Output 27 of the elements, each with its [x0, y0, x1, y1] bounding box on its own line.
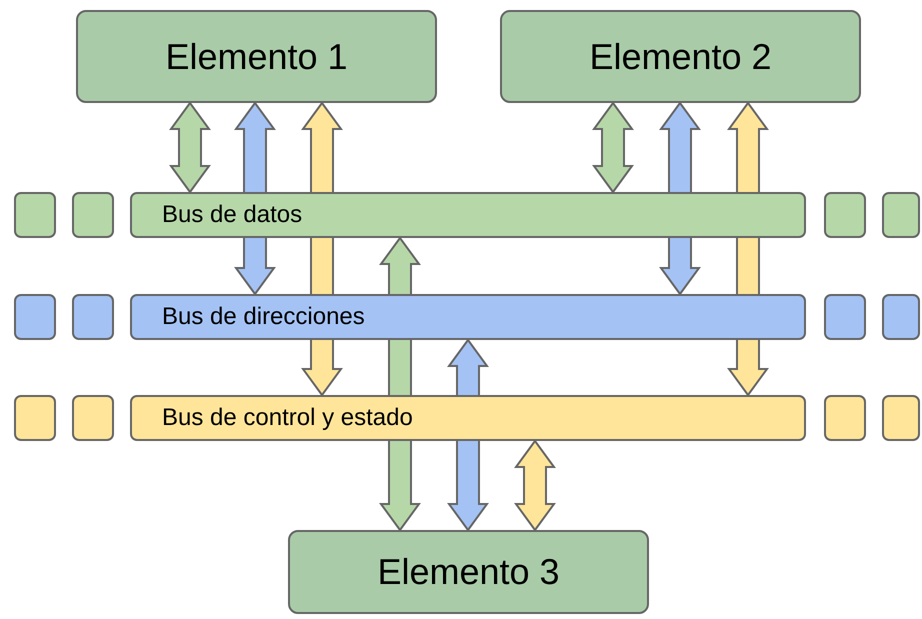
bus-segment [14, 294, 56, 340]
element-box [76, 10, 437, 103]
bus-segment [14, 395, 56, 441]
bus-segment [72, 294, 114, 340]
bus-bar [130, 395, 806, 441]
label: Elemento 1 [165, 36, 348, 78]
bus-segment [72, 192, 114, 238]
bus-segment [882, 192, 920, 238]
double-arrow [169, 101, 211, 194]
double-arrow [514, 439, 556, 532]
bus-bar [130, 294, 806, 340]
element-box [288, 530, 649, 614]
bus-bar [130, 192, 806, 238]
label: Bus de direcciones [162, 303, 365, 331]
bus-segment [882, 395, 920, 441]
bus-segment [824, 395, 866, 441]
bus-segment [824, 294, 866, 340]
bus-segment [824, 192, 866, 238]
label: Elemento 3 [377, 551, 560, 593]
label: Elemento 2 [589, 36, 772, 78]
label: Bus de datos [162, 201, 302, 229]
bus-segment [882, 294, 920, 340]
bus-segment [14, 192, 56, 238]
double-arrow [592, 101, 634, 194]
element-box [500, 10, 861, 103]
bus-segment [72, 395, 114, 441]
label: Bus de control y estado [162, 404, 413, 432]
